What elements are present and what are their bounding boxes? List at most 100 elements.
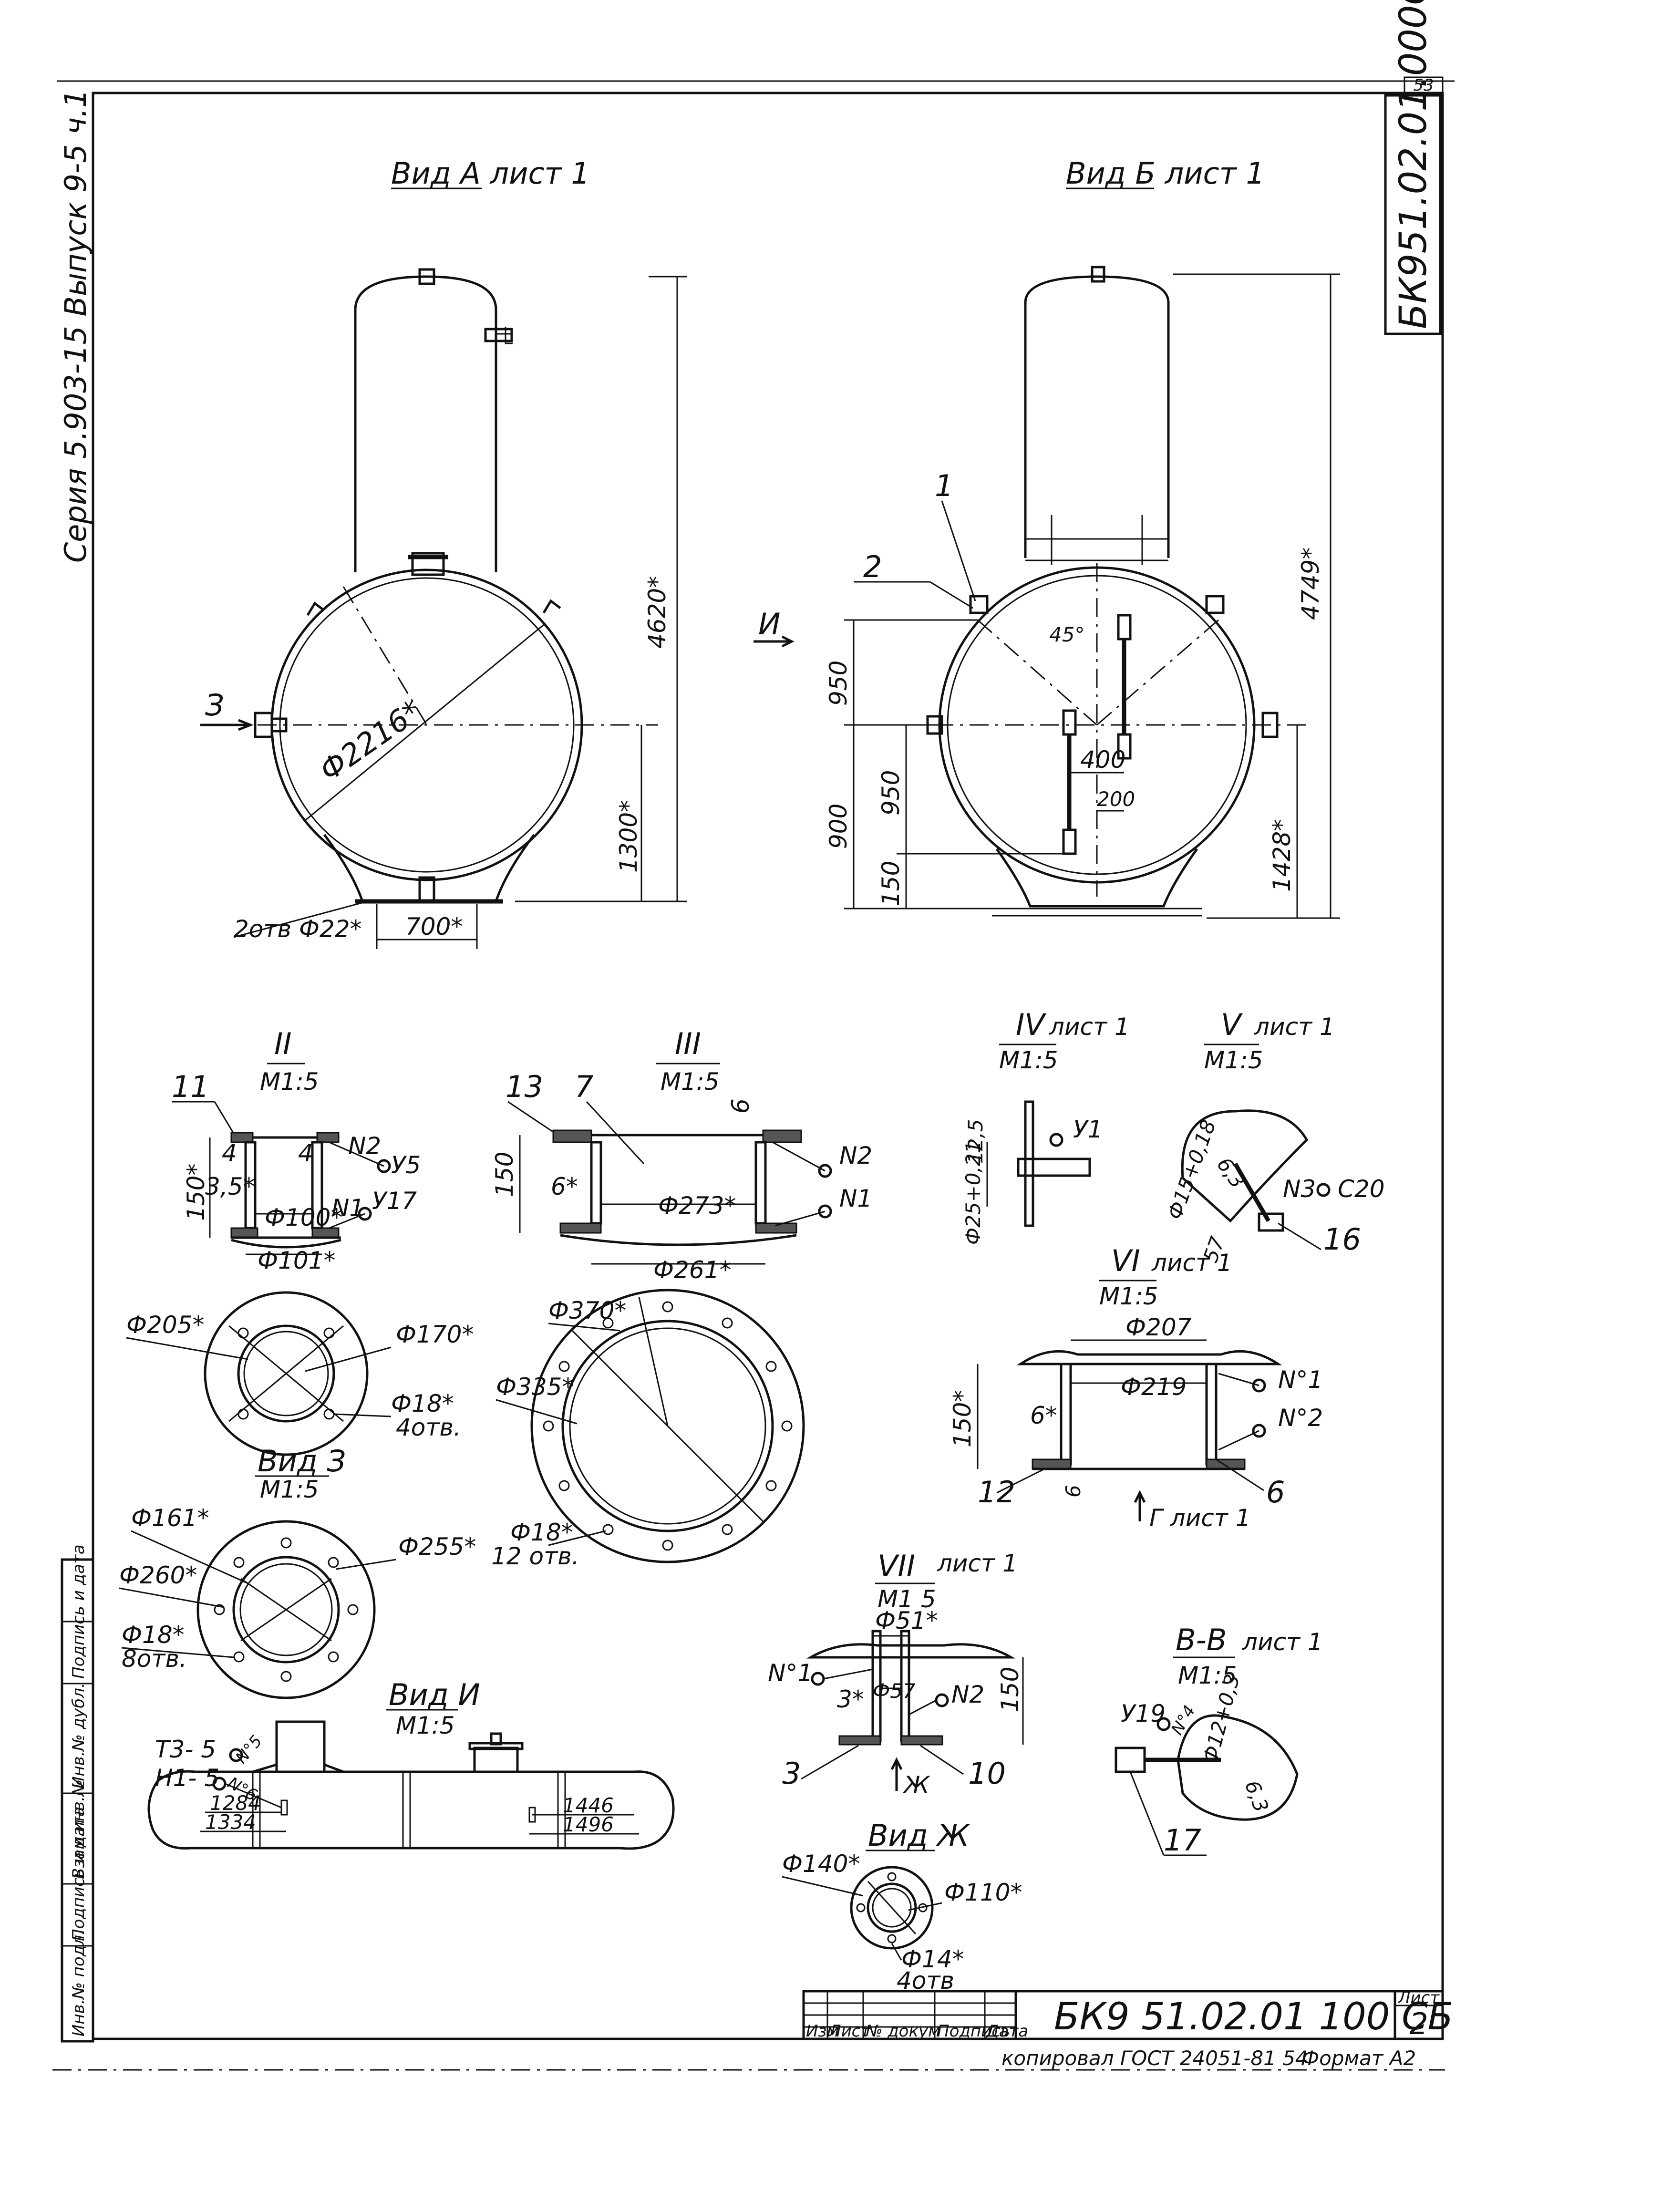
flange-iii: Ф370* Ф335* Ф18* 12 отв.	[491, 1289, 805, 1570]
section-bb: В-В лист 1 М1:5 У19 N°4 Ф12+0,3 6,3 17	[1115, 1623, 1323, 1858]
side-code: БК951.02.01.000СБ	[1392, 0, 1435, 329]
page-corner-number: 53	[1413, 76, 1434, 95]
section-bb-s63: 6,3	[1240, 1778, 1273, 1816]
detail-iv-sheet-ref: лист 1	[1049, 1013, 1130, 1041]
detail-vii-n2: N2	[951, 1681, 984, 1708]
view-b-d150: 150	[877, 861, 905, 906]
detail-v-n3: N3	[1283, 1175, 1316, 1203]
detail-vii-pos3: 3	[782, 1756, 801, 1791]
section-bb-n4: N°4	[1167, 1702, 1199, 1738]
tb-col-sign: Подпись	[937, 2022, 1010, 2041]
view-a: Вид А лист 1 Ф2216* З	[200, 156, 687, 949]
detail-ii-pos11: 11	[172, 1069, 209, 1104]
stamp-cell-sign2: Подпись и дата	[69, 1544, 88, 1679]
view-z-d260: Ф260*	[119, 1561, 197, 1589]
view-zh-d14: Ф14*	[901, 1945, 964, 1973]
view-b-title: Вид Б лист 1	[1066, 156, 1265, 191]
flange-tl-d170: Ф170*	[396, 1321, 474, 1348]
detail-ii-h150: 150*	[182, 1164, 210, 1221]
view-b: Вид Б лист 1 45° 400 200	[754, 156, 1340, 919]
detail-ii-d101: Ф101*	[258, 1247, 335, 1274]
view-b-height-total: 4749*	[1297, 548, 1324, 620]
view-z-d18: Ф18*	[122, 1621, 185, 1649]
view-b-angle: 45°	[1049, 623, 1084, 646]
detail-iii-title: III	[675, 1026, 701, 1061]
detail-iv-y1: У1	[1073, 1116, 1103, 1143]
view-z-title: Вид З	[258, 1444, 346, 1478]
view-z-d255: Ф255*	[398, 1533, 476, 1561]
view-i-n5: N°5	[232, 1732, 266, 1768]
view-i-t3: Т3- 5	[155, 1736, 216, 1763]
view-zh-d110: Ф110*	[944, 1879, 1022, 1906]
view-a-diameter: Ф2216*	[313, 693, 428, 788]
detail-v-sheet-ref: лист 1	[1254, 1013, 1335, 1041]
detail-vii-scale: М1 5	[877, 1585, 936, 1613]
view-b-d950b: 950	[877, 770, 905, 816]
detail-vii: VII лист 1 М1 5 Ф51* Ф57 3* 150 N°1 N2 3…	[768, 1549, 1024, 1799]
view-b-height-lower: 1428*	[1268, 819, 1296, 892]
detail-iii-d261: Ф261*	[653, 1256, 731, 1284]
view-z-scale: М1:5	[260, 1476, 319, 1503]
detail-vii-sheet-ref: лист 1	[937, 1550, 1018, 1577]
detail-iii-t6a: 6*	[551, 1173, 578, 1200]
detail-vi-pos6: 6	[1266, 1475, 1285, 1509]
stamp-cell-dup: Инв.№ дубл.	[69, 1683, 88, 1788]
detail-vi-t6: 6*	[1030, 1402, 1057, 1429]
detail-vi-n2: N°2	[1278, 1404, 1323, 1432]
detail-iv-r: 12,5	[964, 1119, 987, 1164]
sheet-frame: 53 БК951.02.01.000СБ Серия 5.903-15 Выпу…	[52, 0, 1455, 2071]
view-b-d950a: 950	[825, 661, 852, 706]
detail-ii-scale: М1:5	[260, 1068, 319, 1096]
detail-vi-title: VI	[1111, 1243, 1140, 1278]
detail-v-pos16: 16	[1323, 1222, 1361, 1257]
detail-ii-d35: 3,5*	[205, 1173, 255, 1200]
view-z: Вид З М1:5 Ф161* Ф260* Ф255* Ф18* 8отв.	[119, 1444, 476, 1699]
section-bb-title: В-В	[1176, 1623, 1227, 1657]
detail-ii-w4a: 4	[222, 1139, 237, 1167]
view-i-h1: Н1- 5	[155, 1764, 219, 1792]
view-a-arrow: З	[205, 688, 224, 723]
detail-ii: II М1:5 11 150* 3,5* 4 4 Ф100* Ф101* N2 …	[172, 1026, 421, 1274]
view-b-d900: 900	[825, 804, 852, 849]
view-i: Вид И М1:5 Т3- 5 N°5 Н1- 5 N°6 1284 1334…	[147, 1677, 675, 1850]
view-a-holes: 2отв Ф22*	[234, 915, 362, 943]
detail-v-c20: С20	[1338, 1175, 1385, 1203]
title-block: Изм Лист № докум Подпись Дата БК9 51.02.…	[802, 1988, 1453, 2070]
title-block-code: БК9 51.02.01 100 СБ	[1054, 1995, 1453, 2038]
view-i-title: Вид И	[389, 1677, 480, 1712]
stamp-cell-inv: Инв.№ подл.	[69, 1930, 88, 2036]
section-bb-sheet-ref: лист 1	[1242, 1628, 1323, 1656]
detail-v: V лист 1 М1:5 Ф15+0,18 6,3 57 N3 С20 16	[1163, 1007, 1384, 1265]
view-i-d1446: 1446	[563, 1794, 614, 1817]
detail-v-scale: М1:5	[1204, 1046, 1263, 1074]
view-a-height-total: 4620*	[643, 576, 671, 649]
detail-vii-d57: Ф57	[873, 1679, 916, 1703]
flange-iii-d370: Ф370*	[548, 1297, 626, 1324]
detail-iv-d: Ф25+0,21	[961, 1141, 985, 1245]
flange-top-left: Ф205* Ф170* Ф18* 4отв.	[126, 1291, 474, 1456]
flange-tl-d205: Ф205*	[126, 1311, 204, 1339]
view-i-d1334: 1334	[205, 1810, 256, 1834]
tb-col-date: Дата	[985, 2022, 1028, 2041]
flange-iii-holes: 12 отв.	[491, 1542, 579, 1570]
detail-vi-d219: Ф219	[1121, 1373, 1187, 1401]
view-b-pos2: 2	[863, 549, 882, 584]
detail-vi: VI лист 1 М1:5 Ф207 Ф219 150* 6* 6 N°1 N…	[949, 1243, 1323, 1532]
detail-vii-d51: Ф51*	[875, 1607, 938, 1634]
view-b-d400: 400	[1080, 746, 1125, 774]
detail-iii-pos7: 7	[575, 1069, 593, 1104]
view-a-base-width: 700*	[405, 913, 463, 941]
detail-iv: IV лист 1 М1:5 12,5 Ф25+0,21 У1	[961, 1007, 1130, 1245]
stamp-cell-replace: Взам.инв.№	[69, 1779, 88, 1879]
detail-vii-h150: 150	[996, 1667, 1024, 1712]
view-i-scale: М1:5	[396, 1712, 455, 1739]
view-i-d1496: 1496	[563, 1813, 614, 1836]
flange-tl-d18: Ф18*	[391, 1390, 454, 1417]
detail-vi-arrow-g: Г лист 1	[1149, 1504, 1251, 1532]
view-zh-title: Вид Ж	[868, 1818, 970, 1853]
tb-col-izm: Изм	[806, 2022, 839, 2041]
detail-iii-scale: М1:5	[661, 1068, 720, 1096]
detail-ii-y17: У17	[372, 1187, 417, 1215]
stamp-cell-sign: Подпись и дата	[69, 1807, 88, 1941]
